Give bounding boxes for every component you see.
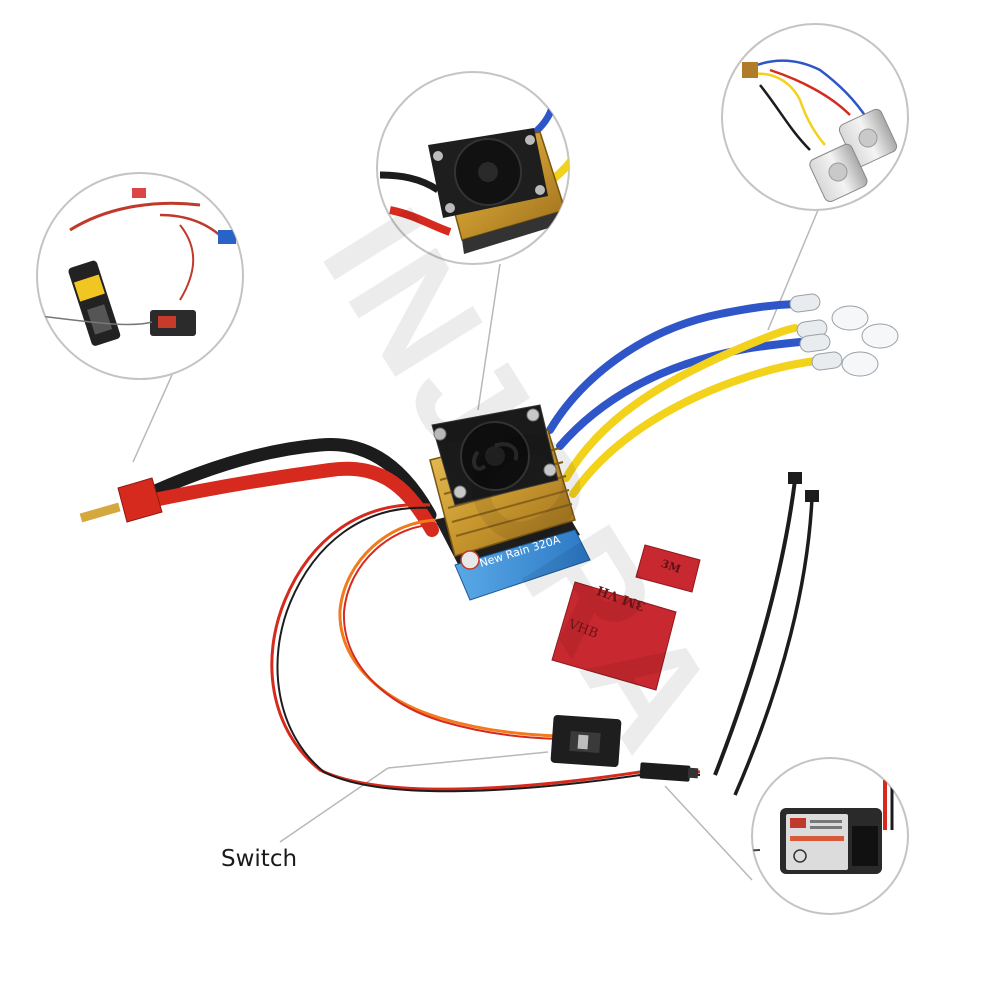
callout-lines — [132, 209, 819, 881]
switch-callout-label: Switch — [221, 846, 298, 872]
callout-fan-closeup — [376, 71, 570, 265]
zip-ties — [713, 472, 819, 796]
switch-box — [550, 714, 622, 768]
esc-body — [429, 404, 591, 601]
t-plug-connector — [79, 477, 163, 523]
callout-dual-motors — [721, 23, 909, 211]
callout-battery-setup — [36, 172, 244, 380]
adhesive-tape-large — [551, 581, 677, 691]
adhesive-tape-small — [635, 544, 701, 593]
callout-receiver-closeup — [751, 757, 909, 915]
bullet-terminals — [789, 293, 899, 377]
servo-plug — [639, 762, 699, 782]
main-esc-assembly — [79, 293, 899, 796]
